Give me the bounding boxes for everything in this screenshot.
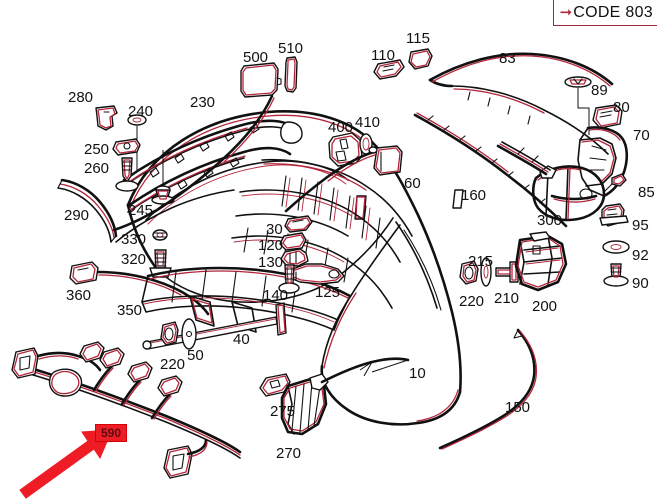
callout-120: 120 <box>258 237 284 254</box>
part-220-nut-left <box>160 321 179 346</box>
callout-89: 89 <box>591 82 608 99</box>
cable-upper <box>112 94 275 232</box>
callout-510: 510 <box>278 40 304 57</box>
callout-300: 300 <box>537 212 563 229</box>
callout-150: 150 <box>505 399 531 416</box>
callout-130: 130 <box>258 254 284 271</box>
part-140-rivet <box>278 264 300 294</box>
part-60-bracket <box>284 145 403 213</box>
callout-245: 245 <box>128 202 154 219</box>
callout-40: 40 <box>233 331 250 348</box>
part-115-clip <box>408 48 433 70</box>
code-banner-text: CODE 803 <box>573 3 653 21</box>
part-150-strip <box>438 328 538 450</box>
callout-280: 280 <box>68 89 94 106</box>
callout-410: 410 <box>355 114 381 131</box>
part-200-bracket <box>514 231 568 292</box>
part-270-diffuser <box>280 357 410 436</box>
callout-215: 215 <box>468 253 494 270</box>
part-125-bracket <box>287 263 345 285</box>
part-10-bumper-cover <box>115 110 464 426</box>
callout-210: 210 <box>494 290 520 307</box>
callout-60: 60 <box>404 175 421 192</box>
callout-85: 85 <box>638 184 655 201</box>
part-245-grommet <box>151 150 175 205</box>
callout-140: 140 <box>263 287 289 304</box>
part-160-seal <box>413 112 568 228</box>
arrow-right-icon: ➞ <box>559 4 573 21</box>
callout-70: 70 <box>633 127 650 144</box>
callout-110: 110 <box>371 47 395 64</box>
highlighted-part-number[interactable]: 590 <box>95 424 128 442</box>
callout-80: 80 <box>613 99 630 116</box>
part-130-clamp <box>280 248 309 267</box>
part-83-rail <box>428 52 614 155</box>
part-89-clip <box>564 76 592 135</box>
part-350-absorber <box>141 266 352 333</box>
part-275-clip <box>259 373 291 397</box>
part-590-wiring-harness <box>11 341 242 479</box>
part-110-clip <box>373 59 405 80</box>
part-330-washer <box>152 229 168 241</box>
callout-500: 500 <box>243 49 269 66</box>
part-280-clip <box>95 105 118 131</box>
bumper-grille-structure <box>231 158 413 309</box>
part-30-clip <box>284 215 313 233</box>
callout-92: 92 <box>632 247 649 264</box>
code-banner: ➞ CODE 803 <box>552 0 657 26</box>
part-40-rod <box>142 302 287 350</box>
callout-50: 50 <box>187 347 204 364</box>
callout-200: 200 <box>532 298 558 315</box>
callout-125: 125 <box>315 284 341 301</box>
callout-240: 240 <box>128 103 154 120</box>
highlight-arrow-icon <box>19 429 113 499</box>
part-230-moulding <box>122 119 303 213</box>
callout-320: 320 <box>121 251 147 268</box>
callout-260: 260 <box>84 160 110 177</box>
part-260-screw <box>115 157 139 192</box>
callout-290: 290 <box>64 207 90 224</box>
part-360-bracket <box>69 261 210 316</box>
part-290-trim <box>57 178 118 243</box>
part-95-bracket <box>599 203 629 227</box>
part-70-bracket <box>550 126 629 203</box>
part-90-rivet <box>603 263 629 287</box>
callout-230: 230 <box>190 94 216 111</box>
callout-90: 90 <box>632 275 649 292</box>
callout-30: 30 <box>266 221 283 238</box>
part-120-bracket <box>279 232 307 251</box>
callout-360: 360 <box>66 287 92 304</box>
part-50-disc <box>181 318 197 350</box>
part-80-bracket <box>592 104 623 129</box>
callout-10: 10 <box>409 365 426 382</box>
callout-330: 330 <box>121 231 147 248</box>
callout-220-right: 220 <box>459 293 485 310</box>
callout-83: 83 <box>499 50 516 67</box>
callout-220-left: 220 <box>160 356 186 373</box>
part-215-220-210-fasteners <box>459 257 519 287</box>
part-250-clip <box>112 138 141 156</box>
part-92-washer <box>602 240 630 254</box>
callout-115: 115 <box>406 30 430 47</box>
callout-95: 95 <box>632 217 649 234</box>
part-85-pin <box>603 173 627 193</box>
callout-275: 275 <box>270 403 296 420</box>
part-300-component <box>496 141 606 222</box>
part-500-cover <box>240 62 282 98</box>
callout-350: 350 <box>117 302 143 319</box>
callout-400: 400 <box>328 119 354 136</box>
callout-270: 270 <box>276 445 302 462</box>
part-510-strip <box>284 56 298 93</box>
callout-250: 250 <box>84 141 110 158</box>
callout-160: 160 <box>461 187 487 204</box>
